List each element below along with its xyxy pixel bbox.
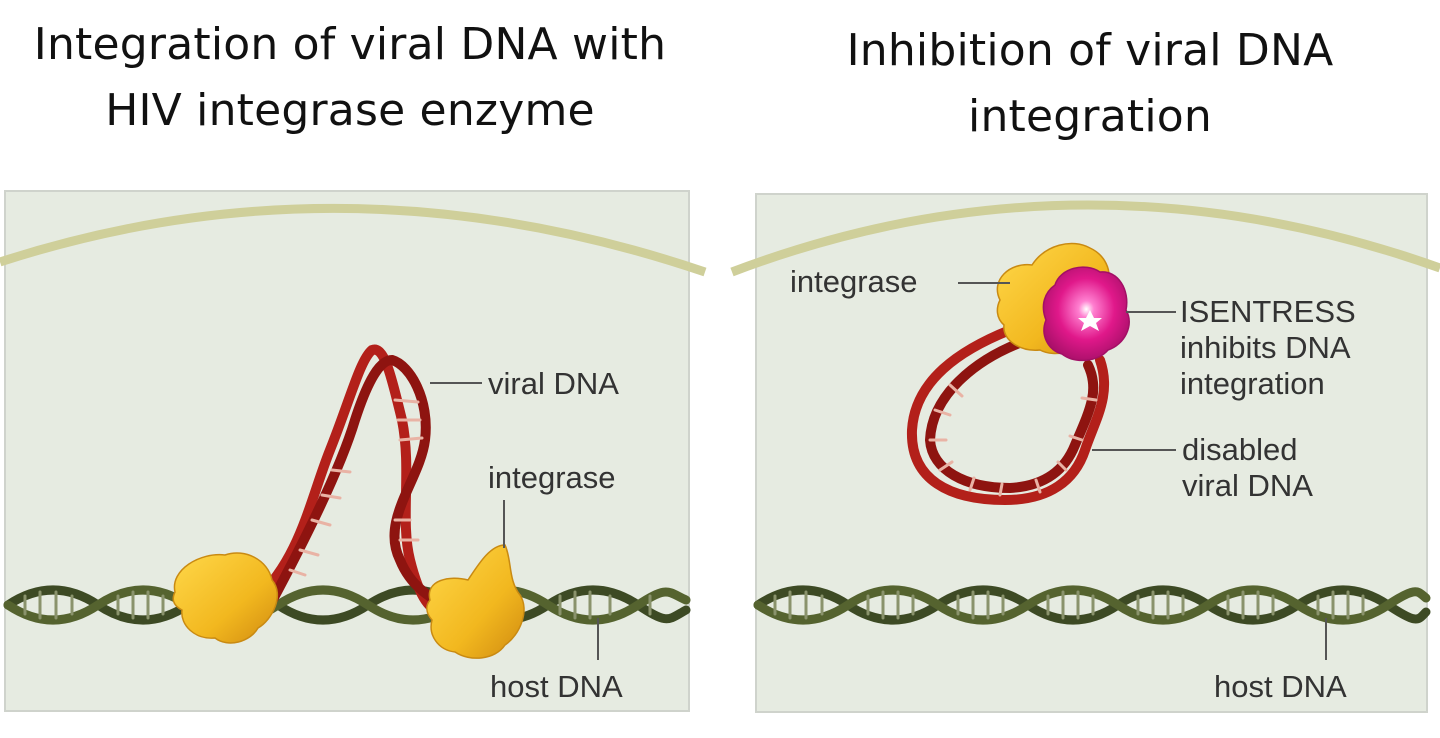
label-isentress-line-1: ISENTRESS	[1180, 294, 1356, 329]
sparkle-icon	[1078, 310, 1102, 331]
label-isentress-line-3: integration	[1180, 366, 1325, 401]
left-title-line-1: Integration of viral DNA with	[33, 19, 667, 70]
label-disabled-line-2: viral DNA	[1182, 468, 1313, 503]
label-viral-dna: viral DNA	[488, 366, 619, 401]
viral-dna-left	[250, 344, 465, 620]
cell-membrane-right	[730, 200, 1440, 277]
right-title-line-2: integration	[968, 91, 1212, 142]
right-panel-title: Inhibition of viral DNA integration	[740, 18, 1440, 150]
right-title-line-1: Inhibition of viral DNA	[846, 25, 1334, 76]
left-panel-title: Integration of viral DNA with HIV integr…	[0, 12, 700, 144]
host-dna-left	[3, 585, 691, 625]
label-isentress-line-2: inhibits DNA	[1180, 330, 1351, 365]
label-integrase-right: integrase	[790, 264, 918, 299]
integrase-enzyme-left-2	[426, 544, 525, 659]
label-integrase-left: integrase	[488, 460, 616, 495]
integrase-enzyme-left-1	[172, 552, 279, 644]
left-title-line-2: HIV integrase enzyme	[105, 85, 595, 136]
isentress-molecule	[1042, 266, 1130, 362]
disabled-viral-dna-ring	[906, 325, 1110, 506]
label-host-dna-right: host DNA	[1214, 669, 1347, 704]
cell-membrane-left	[0, 203, 707, 277]
label-host-dna-left: host DNA	[490, 669, 623, 704]
host-dna-right	[753, 585, 1431, 625]
label-disabled-line-1: disabled	[1182, 432, 1297, 467]
